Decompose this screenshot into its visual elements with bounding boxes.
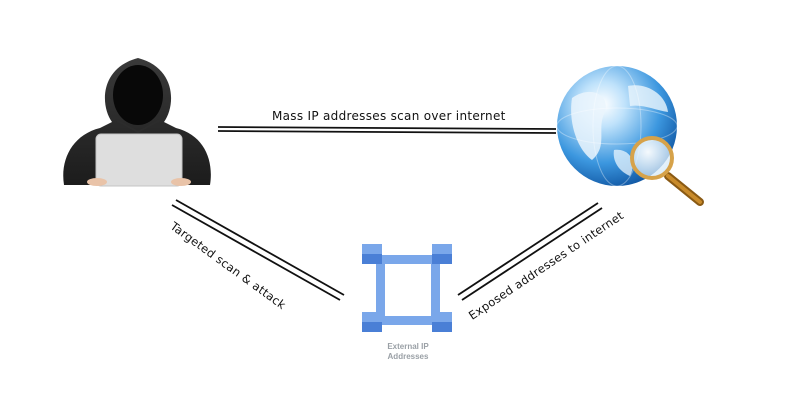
external-ip-caption-line2: Addresses <box>387 352 429 361</box>
external-ip-caption-line1: External IP <box>387 342 429 351</box>
connector-top <box>217 126 557 134</box>
hooded-hacker-icon <box>63 58 211 187</box>
connector-right <box>457 202 603 301</box>
globe-magnifier-icon <box>556 65 704 206</box>
connector-left <box>171 199 345 301</box>
mass-scan-label: Mass IP addresses scan over internet <box>272 109 506 123</box>
external-ip-addresses-icon <box>362 244 452 332</box>
external-ip-caption: External IP Addresses <box>358 342 458 362</box>
